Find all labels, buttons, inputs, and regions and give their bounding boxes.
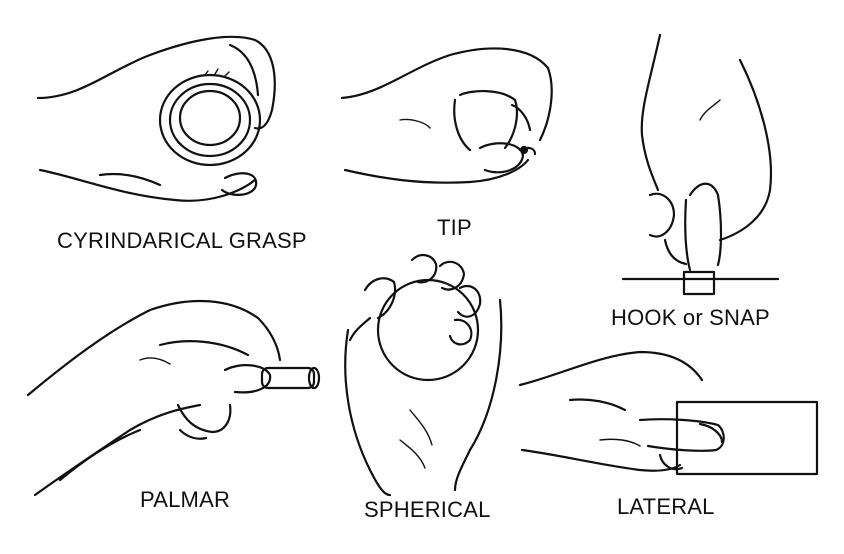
cylindrical-grasp-illustration xyxy=(36,35,276,202)
label-spherical: SPHERICAL xyxy=(364,497,491,522)
label-palmar: PALMAR xyxy=(140,487,231,512)
spherical-grasp-illustration xyxy=(344,254,503,497)
palmar-grasp-illustration xyxy=(26,299,321,497)
label-tip: TIP xyxy=(437,215,472,240)
lateral-grasp-illustration xyxy=(518,350,819,476)
label-cylindrical-grasp: CYRINDARICAL GRASP xyxy=(57,228,307,253)
label-lateral: LATERAL xyxy=(617,494,715,519)
tip-grasp-illustration xyxy=(340,47,553,184)
hook-grasp-illustration xyxy=(621,33,780,296)
label-hook-or-snap: HOOK or SNAP xyxy=(611,305,770,330)
